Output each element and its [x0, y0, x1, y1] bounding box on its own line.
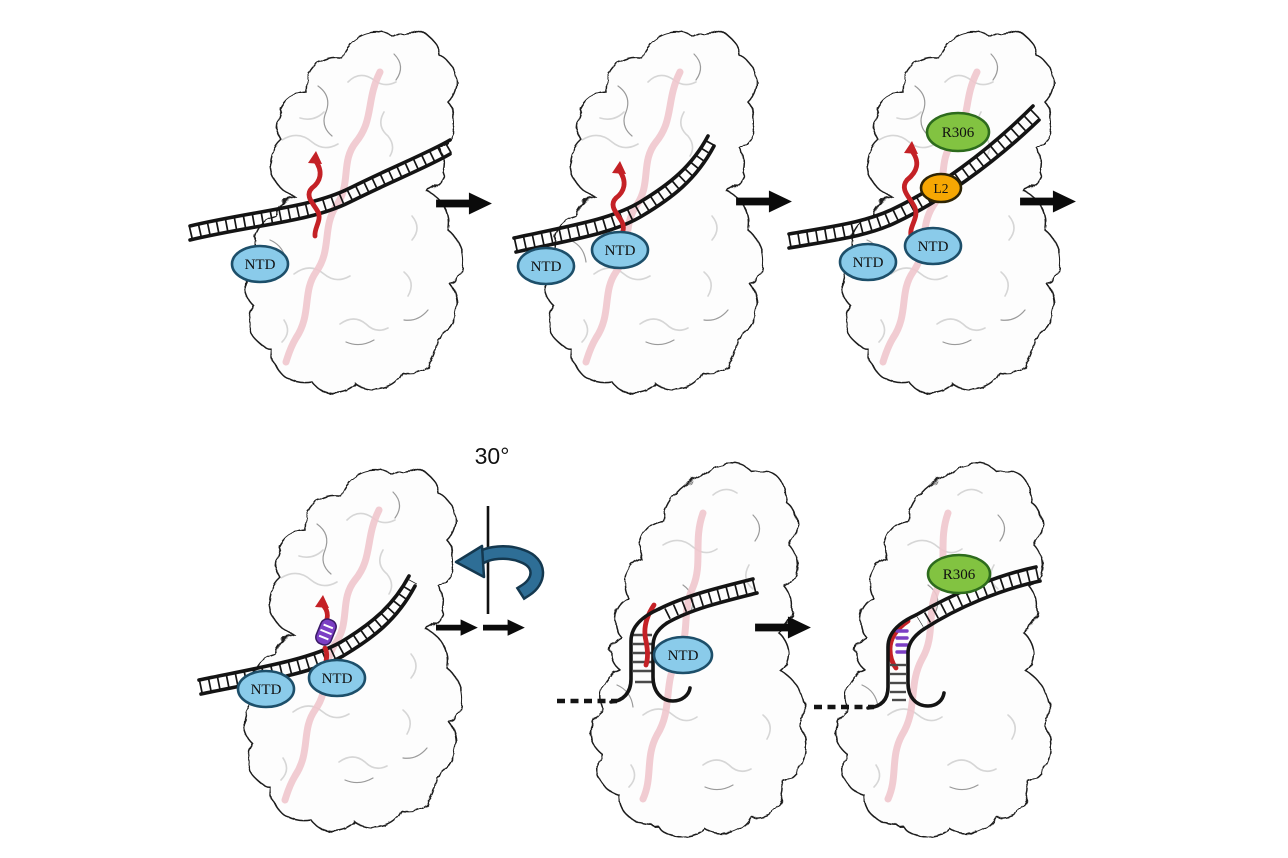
transcription-bubble — [887, 618, 911, 702]
flipped-ssdna — [901, 141, 920, 239]
r306-label: R306 — [925, 111, 991, 153]
internal-strand-ribbon — [282, 68, 384, 366]
protein-surface — [243, 30, 464, 394]
rotate-arrow-icon — [454, 544, 545, 601]
flipped-ssdna — [306, 151, 323, 239]
rotation-indicator: 30° — [454, 443, 545, 614]
double-arrow-right-icon — [436, 619, 525, 636]
ntd-label: NTD — [903, 226, 963, 266]
r306-label-text: R306 — [942, 125, 975, 141]
panel-state-1: NTD — [188, 30, 464, 394]
arrow-right-icon — [736, 190, 792, 213]
ntd-label-text: NTD — [245, 257, 276, 273]
r306-label-text: R306 — [943, 567, 976, 583]
ntd-label: NTD — [590, 230, 650, 270]
l2-label-text: L2 — [934, 181, 949, 196]
template-ssdna — [887, 618, 911, 671]
dna-duplex — [512, 134, 717, 254]
ntd-label-text: NTD — [853, 255, 884, 271]
protein-surface — [543, 30, 764, 394]
dna-duplex-bent — [609, 577, 759, 704]
ntd-label-text: NTD — [668, 648, 699, 664]
panel-state-4: NTD NTD — [197, 468, 463, 832]
arrow-right-icon — [1020, 190, 1076, 213]
ntd-label: NTD — [230, 244, 290, 284]
ntd-label: NTD — [307, 658, 367, 698]
l2-label: L2 — [919, 172, 963, 204]
ntd-label: NTD — [838, 242, 898, 282]
ntd-label-text: NTD — [322, 671, 353, 687]
dna-duplex-bent — [866, 565, 1042, 710]
panel-state-6: R306 — [814, 462, 1052, 838]
panel-state-2: NTD NTD — [512, 30, 764, 394]
panel-state-3: R306 L2 NTD NTD — [787, 30, 1061, 394]
ntd-label-text: NTD — [251, 682, 282, 698]
ntd-label: NTD — [652, 635, 714, 675]
ntd-label-text: NTD — [918, 239, 949, 255]
ntd-label: NTD — [516, 246, 576, 286]
dna-rna-hybrid — [315, 618, 337, 646]
rotation-angle-label: 30° — [475, 443, 510, 469]
ntd-label-text: NTD — [605, 243, 636, 259]
ntd-label-text: NTD — [531, 259, 562, 275]
arrow-right-icon — [436, 192, 492, 215]
dna-duplex — [787, 104, 1041, 250]
panel-state-5: NTD — [557, 462, 807, 838]
r306-label: R306 — [926, 553, 992, 595]
ntd-label: NTD — [236, 669, 296, 709]
dna-duplex — [188, 138, 453, 242]
